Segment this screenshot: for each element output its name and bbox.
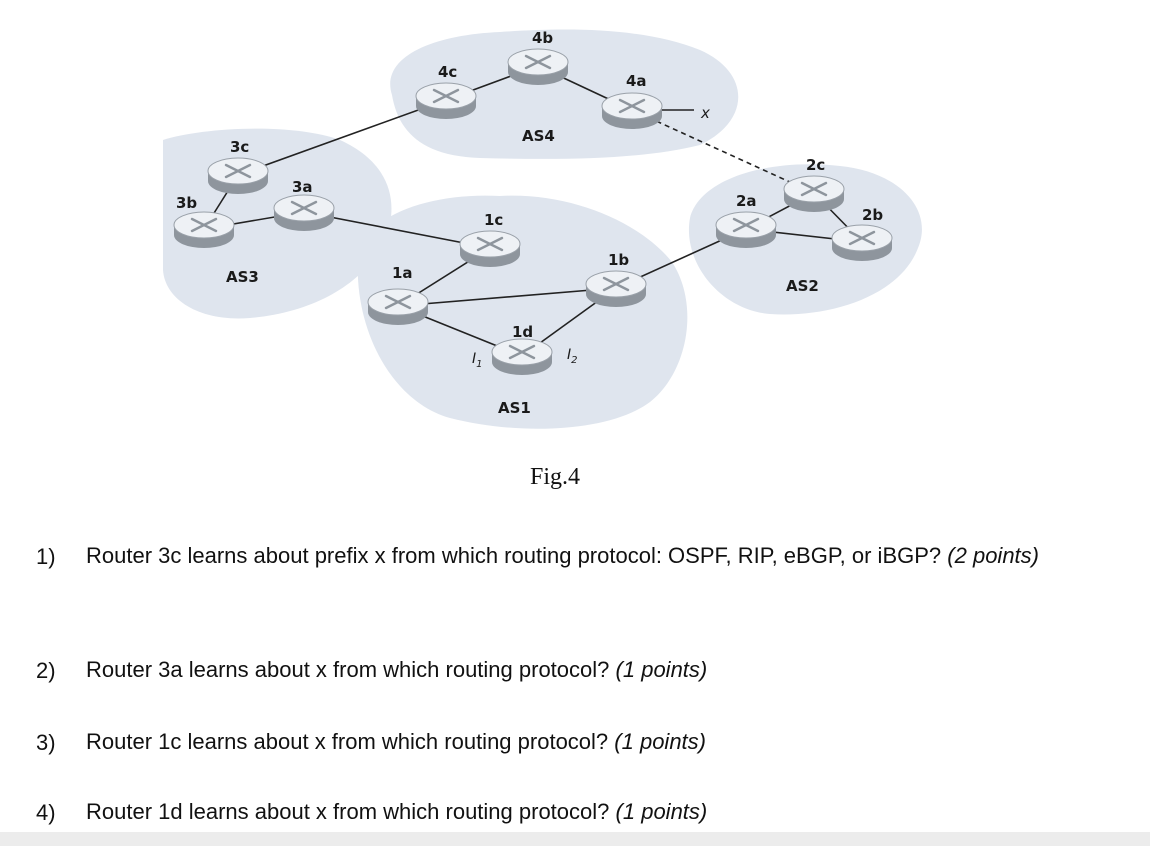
as-region-as4 (390, 29, 739, 159)
router-2c-icon (782, 174, 846, 214)
network-diagram: AS4 AS3 AS1 AS2 4b 4c 4a 3c 3a 3b 1c 1a … (163, 29, 922, 429)
question-points: (1 points) (614, 729, 706, 754)
question-text-wrap: Router 1d learns about x from which rout… (86, 784, 1086, 840)
router-3b-icon (172, 210, 236, 250)
router-2b-icon (830, 223, 894, 263)
question-text: Router 1c learns about x from which rout… (86, 729, 609, 754)
router-label-2c: 2c (806, 156, 825, 174)
as-region-as2 (688, 164, 922, 315)
router-2a-icon (714, 210, 778, 250)
router-4c-icon (414, 81, 478, 121)
interface-label-2: I2 (567, 347, 578, 366)
question-number: 1) (36, 544, 56, 569)
question-text-wrap: Router 3c learns about prefix x from whi… (86, 528, 1086, 584)
figure-caption: Fig.4 (529, 464, 580, 490)
link-3a-1c (303, 211, 491, 249)
router-label-3c: 3c (230, 138, 249, 156)
bottom-strip (0, 832, 1150, 846)
router-1c-icon (458, 229, 522, 269)
router-label-4a: 4a (626, 72, 647, 90)
as-label-as1: AS1 (498, 399, 531, 417)
external-prefix-x: x (700, 104, 710, 122)
question-number: 4) (36, 800, 56, 825)
as-region-as1 (357, 195, 688, 429)
router-1d-icon (490, 337, 554, 377)
as-label-as2: AS2 (786, 277, 819, 295)
router-label-1a: 1a (392, 264, 413, 282)
question-number: 2) (36, 658, 56, 683)
router-label-4c: 4c (438, 63, 457, 81)
question-points: (1 points) (615, 799, 708, 824)
router-label-1b: 1b (608, 251, 629, 269)
router-label-1d: 1d (512, 323, 533, 341)
as-label-as4: AS4 (522, 127, 555, 145)
question-text: Router 3a learns about x from which rout… (86, 657, 610, 682)
question-text-wrap: Router 3a learns about x from which rout… (86, 642, 1086, 698)
router-3c-icon (206, 156, 270, 196)
link-1a-1b (397, 287, 617, 307)
question-text: Router 3c learns about prefix x from whi… (86, 543, 942, 568)
router-label-3b: 3b (176, 194, 197, 212)
interface-label-1: I1 (472, 351, 483, 370)
router-1a-icon (366, 287, 430, 327)
router-4b-icon (506, 47, 570, 87)
router-label-2b: 2b (862, 206, 883, 224)
router-4a-icon (600, 91, 664, 131)
router-3a-icon (272, 193, 336, 233)
router-label-1c: 1c (484, 211, 503, 229)
router-label-3a: 3a (292, 178, 313, 196)
labels: AS4 AS3 AS1 AS2 4b 4c 4a 3c 3a 3b 1c 1a … (176, 29, 883, 417)
as-label-as3: AS3 (226, 268, 259, 286)
question-text-wrap: Router 1c learns about x from which rout… (86, 714, 1086, 770)
question-text: Router 1d learns about x from which rout… (86, 799, 610, 824)
router-1b-icon (584, 269, 648, 309)
router-label-4b: 4b (532, 29, 553, 47)
link-3c-4c (237, 99, 447, 176)
question-number: 3) (36, 730, 56, 755)
link-4a-2c (631, 109, 815, 194)
question-points: (2 points) (947, 543, 1039, 568)
question-points: (1 points) (615, 657, 708, 682)
router-label-2a: 2a (736, 192, 757, 210)
